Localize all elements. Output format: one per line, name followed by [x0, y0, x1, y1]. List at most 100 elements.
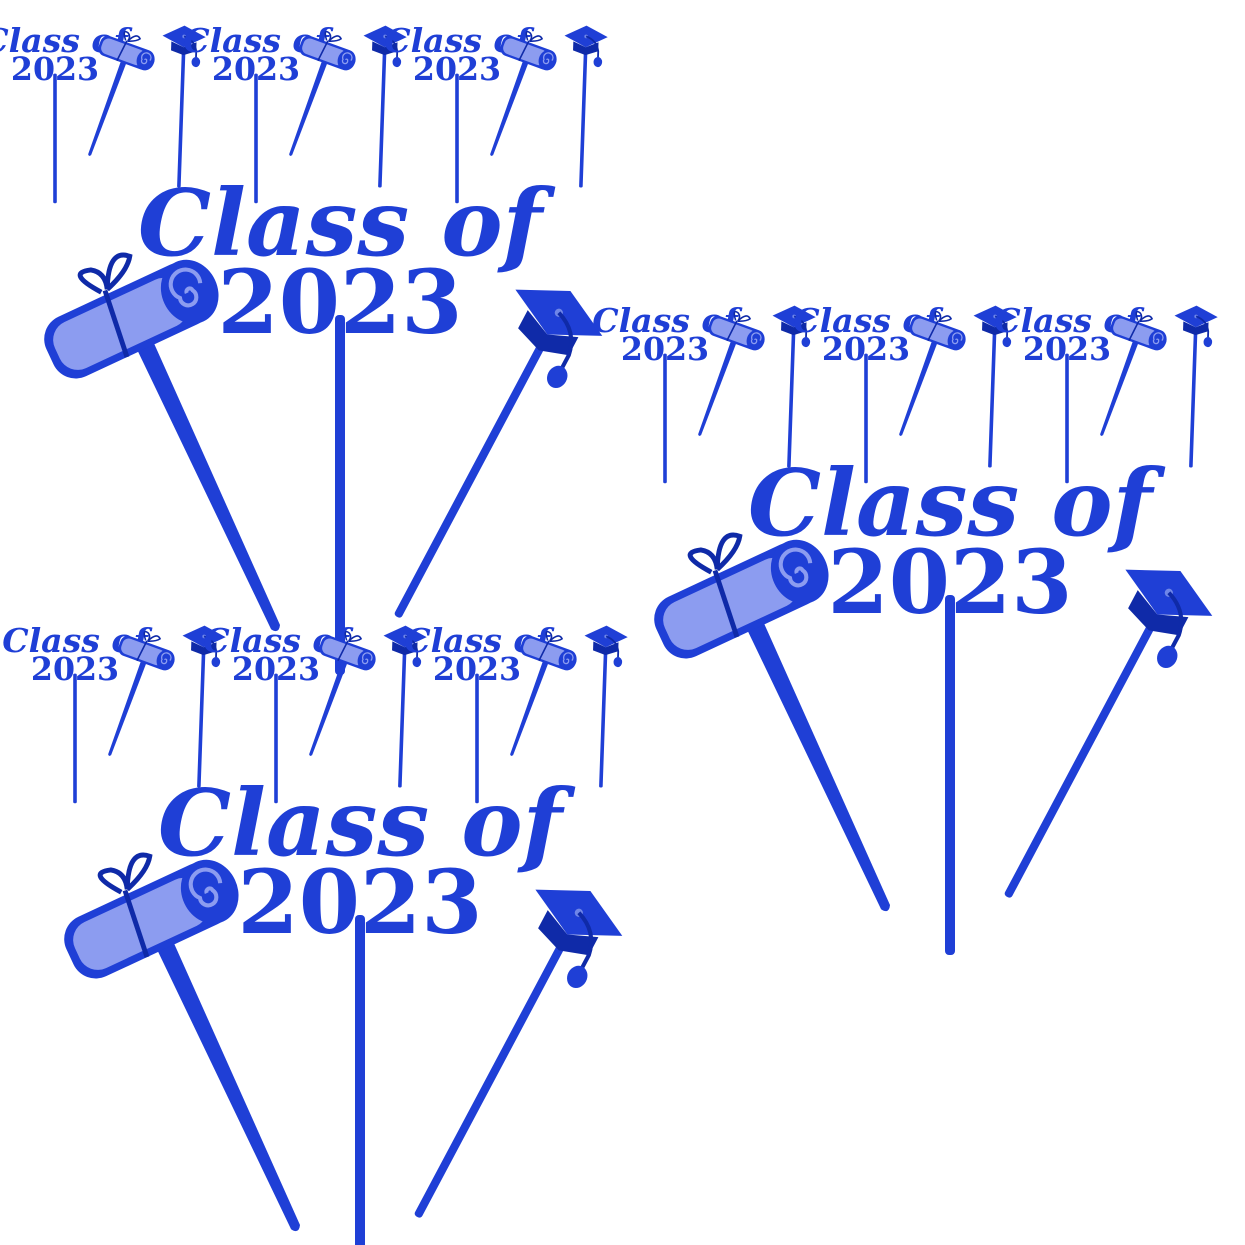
- year-text: 2023: [218, 250, 463, 354]
- graduation-cap-icon: [772, 305, 816, 468]
- pick-stick: [988, 330, 997, 468]
- cap-tassel-end: [1002, 336, 1012, 348]
- scroll-spiral: [160, 652, 172, 665]
- pick-stick: [455, 73, 459, 204]
- scroll-bow: [545, 630, 564, 642]
- scroll-spiral: [168, 267, 203, 308]
- graduation-cap-icon: [1174, 305, 1218, 468]
- graduation-cap-icon: [1004, 569, 1213, 898]
- year-text: 2023: [238, 850, 483, 954]
- year-text: 2023: [822, 331, 910, 368]
- cap-tassel: [557, 311, 574, 375]
- diploma-scroll-icon: [88, 30, 155, 156]
- pick-stick: [136, 340, 281, 632]
- cap-base: [1128, 590, 1189, 636]
- scroll-ribbon: [337, 640, 349, 662]
- cap-tassel: [605, 635, 620, 661]
- scroll-ribbon: [116, 40, 128, 62]
- scroll-spiral: [140, 52, 152, 65]
- diploma-scroll-icon: [654, 532, 891, 912]
- pick-stick: [197, 650, 206, 788]
- pick-stick: [864, 353, 868, 484]
- scroll-spiral: [951, 332, 963, 345]
- cap-tassel-end: [211, 656, 221, 668]
- scroll-ribbon: [102, 289, 130, 358]
- scroll-ribbon: [518, 40, 530, 62]
- class-of-text: Class of: [138, 169, 556, 277]
- scroll-face: [73, 877, 209, 970]
- cap-tassel: [1167, 591, 1184, 655]
- scroll-face: [1113, 318, 1157, 346]
- year-text: 2023: [1023, 331, 1111, 368]
- cap-tassel-end: [613, 656, 623, 668]
- diploma-scroll-icon: [698, 310, 765, 436]
- scroll-bow: [123, 30, 142, 42]
- scroll-spiral: [542, 52, 554, 65]
- pick-stick: [1189, 330, 1198, 468]
- pick-stick: [335, 315, 345, 675]
- scroll-bow: [143, 630, 162, 642]
- pick-stick: [899, 340, 938, 436]
- diploma-scroll-icon: [1100, 310, 1167, 436]
- scroll-face: [503, 38, 547, 66]
- diploma-scroll-icon: [309, 630, 376, 756]
- scroll-ribbon: [927, 320, 939, 342]
- scroll-spiral: [341, 52, 353, 65]
- diploma-scroll-icon: [510, 630, 577, 756]
- pick-stick: [1065, 353, 1069, 484]
- cap-base: [593, 641, 619, 656]
- scroll-bow: [733, 310, 752, 322]
- scroll-spiral: [750, 332, 762, 345]
- cap-tassel-end: [593, 56, 603, 68]
- graduation-cap-icon: [162, 25, 206, 188]
- diploma-scroll-icon: [490, 30, 557, 156]
- pick-stick: [156, 940, 301, 1232]
- cap-tassel-end: [1203, 336, 1213, 348]
- scroll-bow: [97, 852, 153, 895]
- cap-tassel-end: [567, 965, 588, 989]
- scroll-ribbon: [538, 640, 550, 662]
- scroll-ribbon: [136, 640, 148, 662]
- scroll-ribbon: [317, 40, 329, 62]
- pick-stick: [414, 940, 566, 1218]
- cap-tassel: [585, 35, 600, 61]
- diploma-scroll-icon: [64, 852, 301, 1232]
- cap-base: [392, 641, 418, 656]
- cap-tassel: [1195, 315, 1210, 341]
- pick-stick: [177, 50, 186, 188]
- scroll-spiral: [188, 867, 223, 908]
- cap-tassel: [404, 635, 419, 661]
- graduation-cap-icon: [564, 25, 608, 188]
- pick-stick: [254, 73, 258, 204]
- scroll-face: [523, 638, 567, 666]
- scroll-bow: [344, 630, 363, 642]
- cap-tassel-end: [801, 336, 811, 348]
- diploma-scroll-icon: [899, 310, 966, 436]
- pick-stick: [53, 73, 57, 204]
- year-text: 2023: [413, 51, 501, 88]
- year-text: 2023: [828, 530, 1073, 634]
- cap-base: [982, 321, 1008, 336]
- scroll-bow: [77, 252, 133, 295]
- scroll-bow: [1135, 310, 1154, 322]
- scroll-face: [101, 38, 145, 66]
- year-text: 2023: [621, 331, 709, 368]
- scroll-face: [302, 38, 346, 66]
- scroll-bow: [687, 532, 743, 575]
- graduation-cap-icon: [414, 889, 623, 1218]
- year-text: 2023: [232, 651, 320, 688]
- cap-tassel-end: [1157, 645, 1178, 669]
- pick-stick: [490, 60, 529, 156]
- cap-base: [1183, 321, 1209, 336]
- scroll-ribbon: [122, 889, 150, 958]
- scroll-bow: [934, 310, 953, 322]
- pick-stick: [787, 330, 796, 468]
- cap-tassel-end: [392, 56, 402, 68]
